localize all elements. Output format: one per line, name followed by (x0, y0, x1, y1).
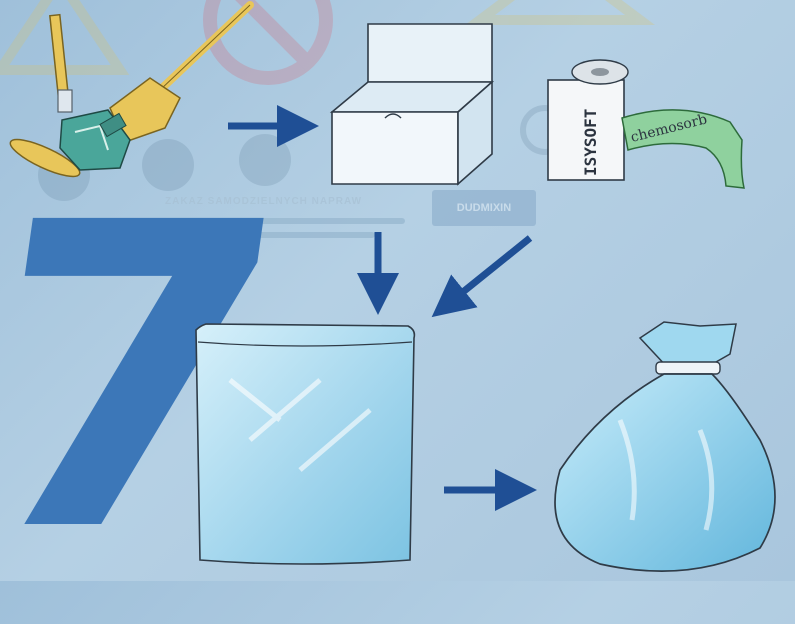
dustpan-icon (110, 5, 250, 142)
sorbent-sleeve-icon: chemosorb (622, 110, 744, 188)
sorbent-roll-icon: ISYSOFT (548, 60, 628, 180)
clear-plastic-bag (196, 324, 414, 564)
sorbent-roll-label: ISYSOFT (581, 109, 600, 176)
flow-arrow (448, 238, 530, 304)
spill-cleanup-tools (6, 5, 250, 183)
procedure-diagram: ISYSOFT chemosorb (0, 0, 795, 581)
open-container (332, 24, 492, 184)
tied-waste-bag (555, 322, 775, 571)
absorbent-materials: ISYSOFT chemosorb (548, 60, 744, 188)
